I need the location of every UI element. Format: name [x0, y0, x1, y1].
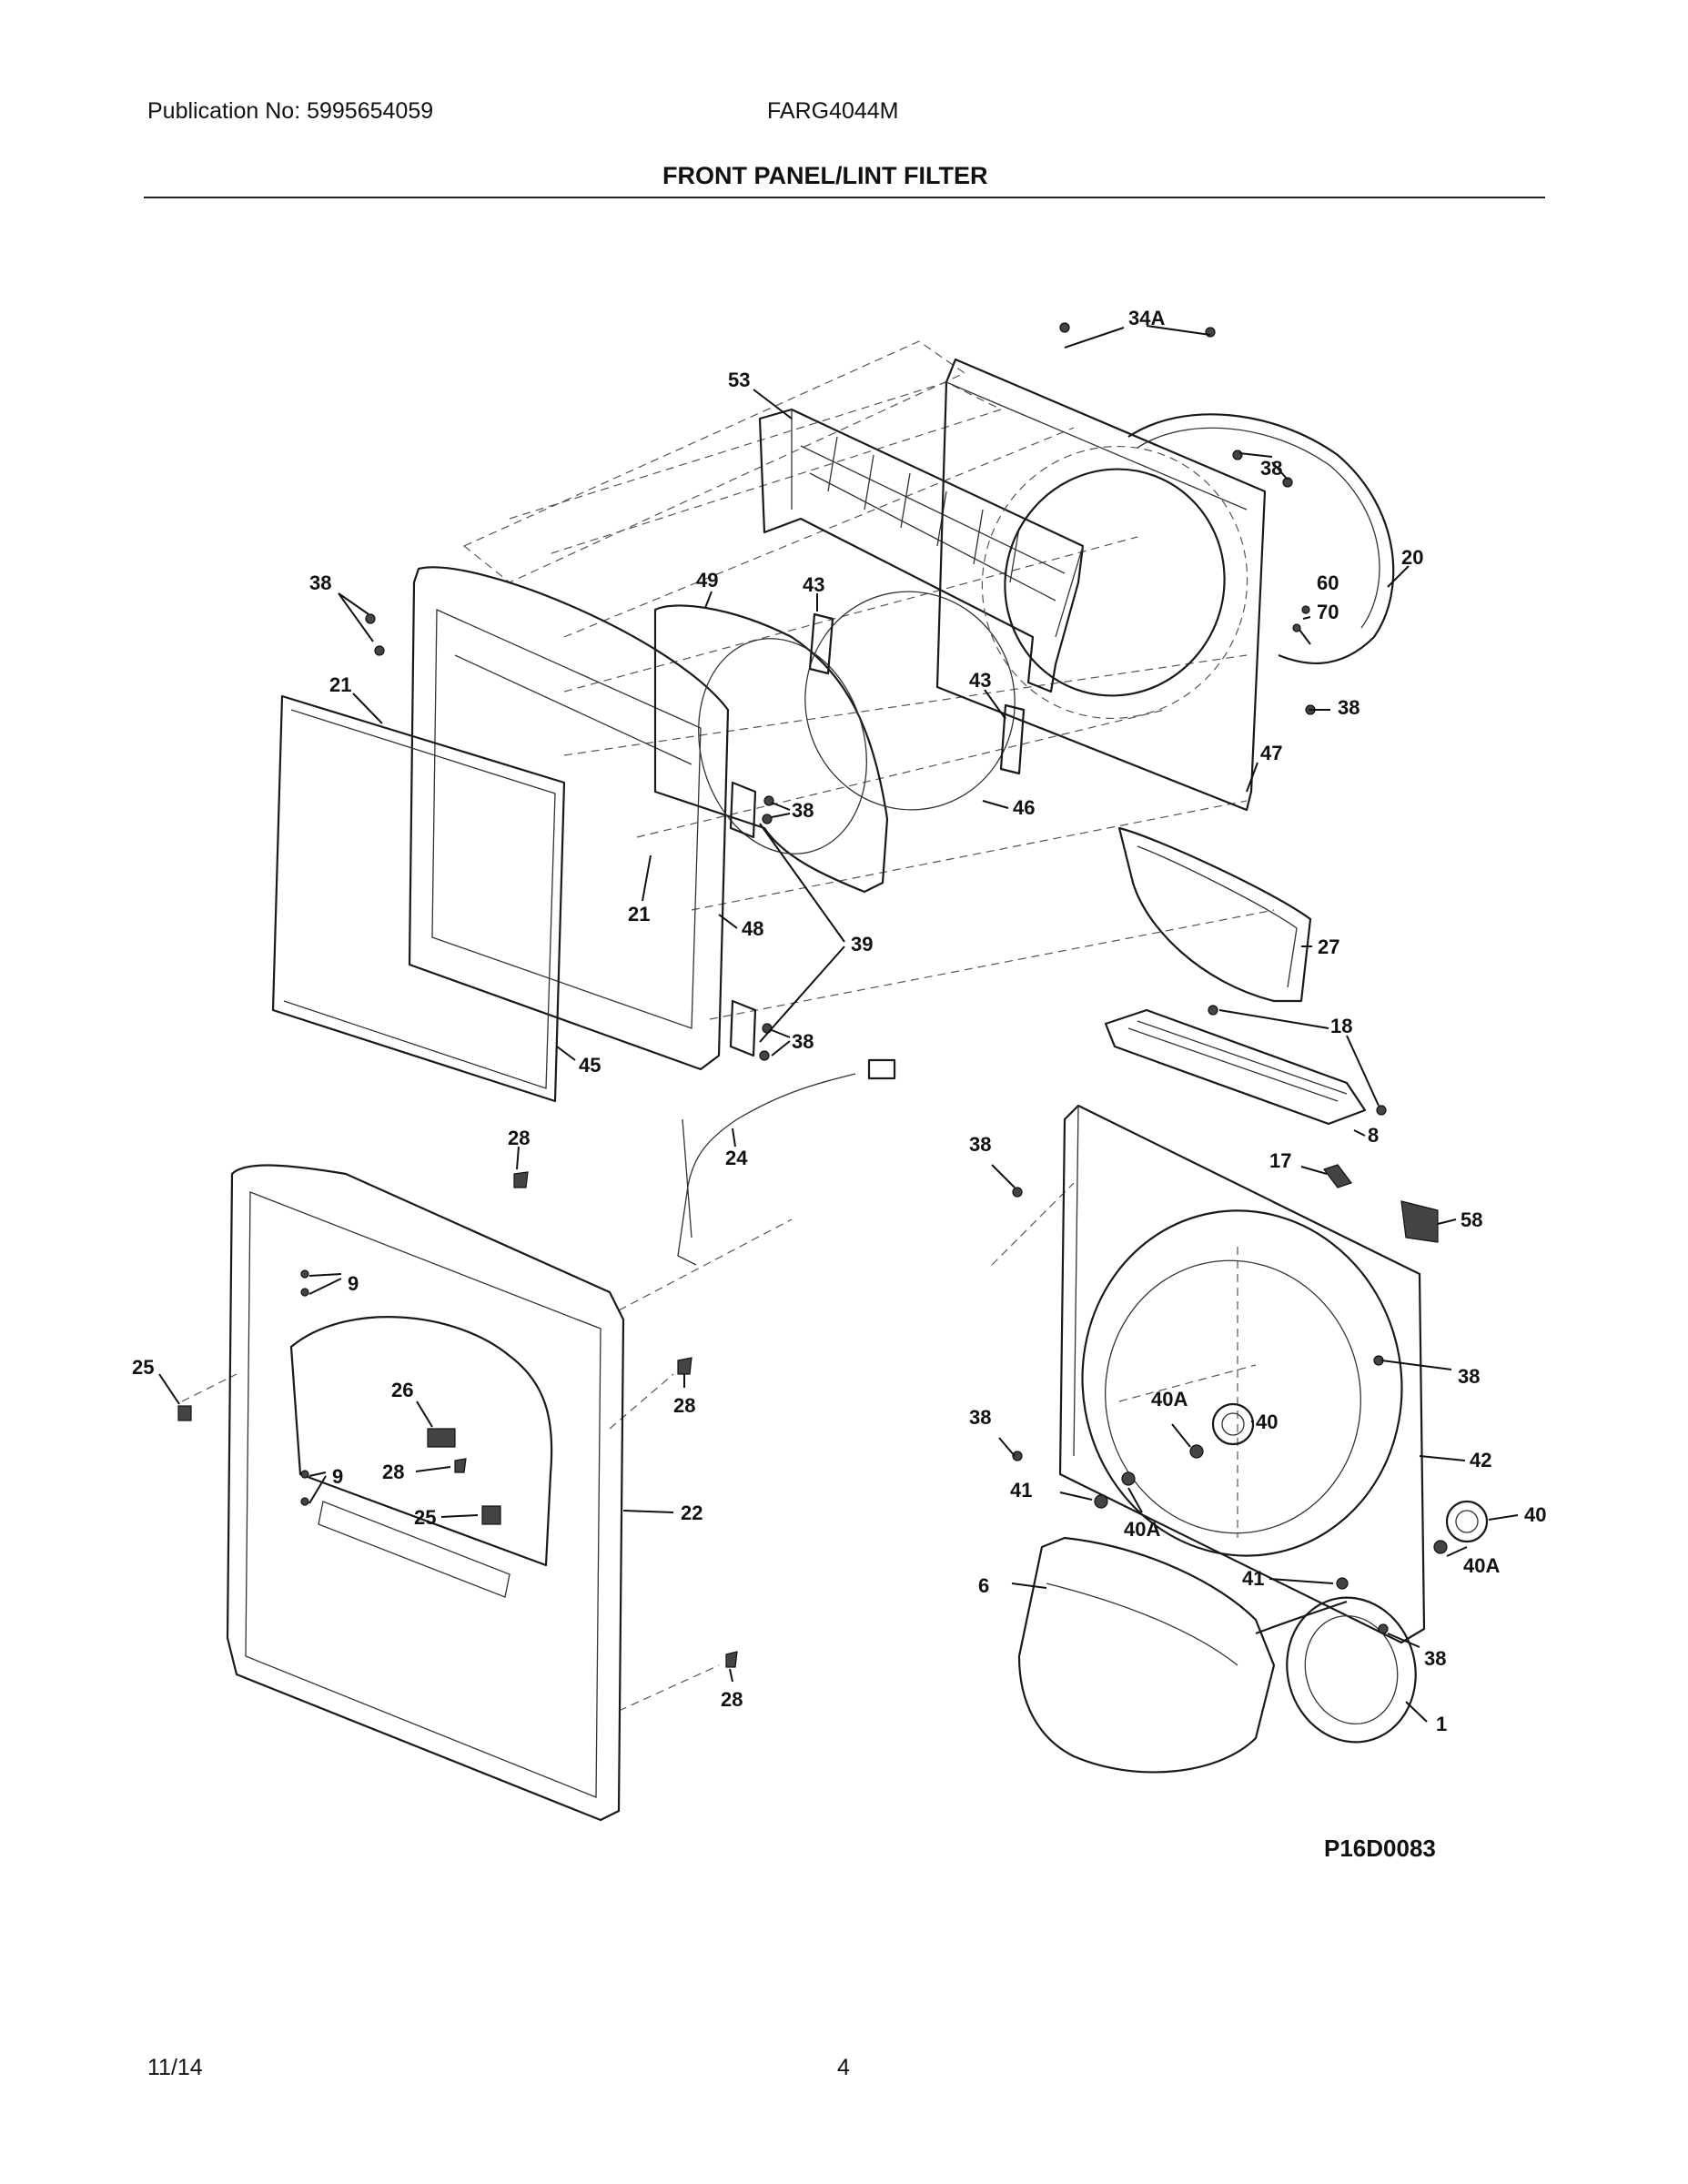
callout-40a: 40A	[1124, 1518, 1160, 1541]
callout-28: 28	[673, 1394, 695, 1417]
footer-date: 11/14	[147, 2055, 203, 2080]
model-number: FARG4044M	[767, 98, 899, 124]
footer-page-number: 4	[837, 2055, 850, 2080]
part-rear-bulkhead-42	[1058, 1104, 1426, 1644]
callout-24: 24	[725, 1147, 748, 1169]
callout-26: 26	[391, 1379, 413, 1401]
callout-20: 20	[1401, 546, 1423, 569]
part-console-frame-48	[408, 566, 730, 1071]
callout-38: 38	[792, 799, 814, 822]
callout-45: 45	[579, 1054, 601, 1077]
callout-28: 28	[382, 1461, 404, 1483]
callout-40a: 40A	[1151, 1388, 1188, 1410]
part-duct-cover-27	[1117, 826, 1312, 1003]
callout-40a: 40A	[1463, 1554, 1500, 1577]
callout-38: 38	[969, 1406, 991, 1429]
callout-22: 22	[681, 1502, 702, 1524]
callout-39: 39	[851, 933, 873, 956]
callout-27: 27	[1318, 935, 1339, 958]
part-exhaust-duct-1	[1255, 1596, 1417, 1744]
callout-38: 38	[1260, 457, 1282, 480]
callout-21: 21	[329, 673, 351, 696]
callout-38: 38	[1458, 1365, 1480, 1388]
part-wire-harness-24	[677, 1058, 896, 1266]
callout-38: 38	[969, 1133, 991, 1156]
alignment-lines	[181, 340, 1275, 1712]
part-blower-housing-6	[1017, 1536, 1276, 1774]
callout-43: 43	[969, 669, 991, 692]
part-lint-filter-8	[1104, 1008, 1367, 1126]
callout-34a: 34A	[1128, 307, 1165, 329]
callout-42: 42	[1470, 1449, 1491, 1471]
diagram-code: P16D0083	[1324, 1835, 1436, 1862]
callout-9: 9	[332, 1465, 343, 1488]
callout-1: 1	[1436, 1713, 1447, 1735]
part-gasket-46	[804, 591, 1016, 811]
callout-41: 41	[1010, 1479, 1032, 1502]
part-seal-20	[1127, 413, 1395, 664]
publication-number: Publication No: 5995654059	[147, 98, 434, 124]
callout-40: 40	[1256, 1410, 1278, 1433]
part-hinges-39	[729, 781, 757, 1057]
callout-25: 25	[132, 1356, 154, 1379]
callout-28: 28	[508, 1127, 530, 1149]
callout-40: 40	[1524, 1503, 1546, 1526]
part-toe-panel-22	[226, 1164, 625, 1822]
callout-58: 58	[1461, 1208, 1482, 1231]
callout-9: 9	[348, 1272, 359, 1295]
callout-38: 38	[792, 1030, 814, 1053]
part-grilles-40	[1211, 1402, 1489, 1543]
callout-47: 47	[1260, 742, 1282, 764]
leader-lines	[158, 325, 1519, 1723]
title-rule	[144, 197, 1545, 198]
callout-25: 25	[414, 1506, 436, 1529]
callout-46: 46	[1013, 796, 1035, 819]
callout-21: 21	[628, 903, 650, 925]
callout-18: 18	[1330, 1015, 1352, 1037]
callout-6: 6	[978, 1574, 989, 1597]
callout-38: 38	[309, 571, 331, 594]
callout-38: 38	[1424, 1647, 1446, 1670]
callout-41: 41	[1242, 1567, 1264, 1590]
page-title: FRONT PANEL/LINT FILTER	[662, 162, 988, 189]
callout-48: 48	[742, 917, 763, 940]
part-filter-housing-49	[653, 604, 889, 894]
callout-43: 43	[803, 573, 824, 596]
callout-labels: 34A 53 38 20 38 49 43 60 70 21 38 43 47 …	[132, 307, 1546, 1735]
part-front-bulkhead-47	[935, 358, 1267, 812]
callout-8: 8	[1368, 1124, 1379, 1147]
callout-17: 17	[1269, 1149, 1291, 1172]
callout-38: 38	[1338, 696, 1359, 719]
callout-70: 70	[1317, 601, 1339, 623]
part-clips-43	[808, 612, 1026, 775]
callout-49: 49	[696, 569, 718, 592]
callout-53: 53	[728, 369, 750, 391]
callout-60: 60	[1317, 571, 1339, 594]
part-top-duct-53	[758, 408, 1085, 693]
part-door-panel-45	[271, 694, 566, 1103]
hardware-screws	[177, 322, 1448, 1668]
callout-28: 28	[721, 1688, 743, 1711]
